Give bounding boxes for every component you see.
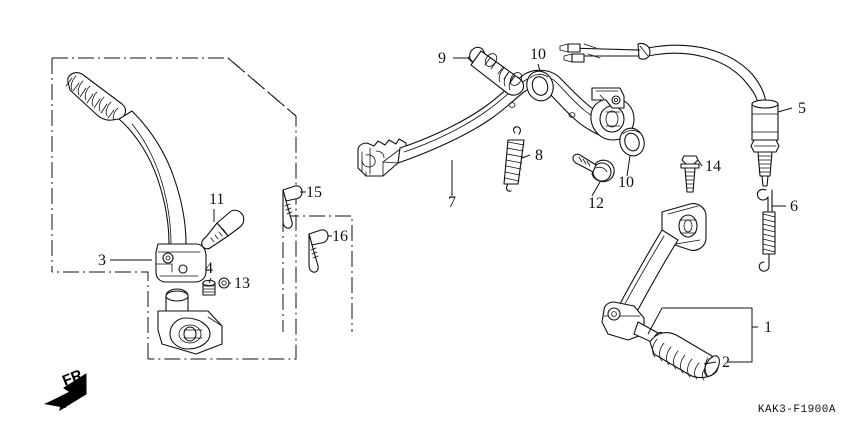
kick-starter-arm: [65, 72, 223, 355]
bolt-15: [282, 185, 303, 229]
brake-pedal-pivot-pin-9: [467, 46, 525, 96]
callout-number-8: 8: [535, 147, 543, 164]
leader-lines: [110, 57, 793, 365]
callout-number-16: 16: [332, 228, 348, 245]
callout-number-10-lower: 10: [618, 174, 634, 191]
callout-number-14: 14: [705, 158, 721, 175]
brake-pedal-foot-pad: [357, 138, 407, 177]
callout-number-9: 9: [438, 50, 446, 67]
diagram-part-number: KAK3-F1900A: [757, 404, 836, 416]
callout-number-12: 12: [588, 195, 604, 212]
bolt-12: [572, 153, 615, 183]
shift-pedal-rubber-tip-2: [649, 332, 720, 381]
callout-number-1: 1: [764, 319, 772, 336]
callout-number-7: 7: [448, 194, 456, 211]
callout-number-15: 15: [306, 184, 322, 201]
bolt-16-group-boundary: [282, 215, 353, 332]
front-direction-arrow: [44, 373, 87, 412]
callout-number-13: 13: [234, 275, 250, 292]
kick-starter-group-boundary: [51, 57, 297, 360]
callout-number-10-upper: 10: [530, 46, 546, 63]
bolt-16: [308, 229, 329, 273]
brake-pedal-pivot-boss: [590, 87, 635, 141]
callout-number-11: 11: [209, 191, 225, 208]
kick-starter-grip: [65, 72, 127, 121]
o-ring-10-lower: [619, 127, 645, 157]
brake-switch-spring-6: [756, 188, 776, 272]
brake-pedal-spring-8: [503, 126, 525, 192]
callout-number-3: 3: [98, 252, 106, 269]
callout-number-5: 5: [798, 100, 806, 117]
callout-number-4: 4: [205, 260, 213, 277]
assembly-bracket-1-2: [647, 307, 758, 363]
callout-number-2: 2: [722, 354, 730, 371]
rear-brake-pedal: [357, 69, 635, 177]
bolt-14: [680, 155, 700, 193]
washer-13: [218, 277, 230, 289]
bolt-11: [201, 209, 245, 250]
callout-number-6: 6: [790, 198, 798, 215]
kick-starter-pivot-boss: [155, 243, 207, 283]
kick-starter-spindle-housing: [157, 288, 223, 355]
brake-light-switch-5: [559, 42, 780, 187]
o-ring-10-upper: [526, 70, 554, 102]
gear-shift-pedal: [601, 203, 707, 347]
